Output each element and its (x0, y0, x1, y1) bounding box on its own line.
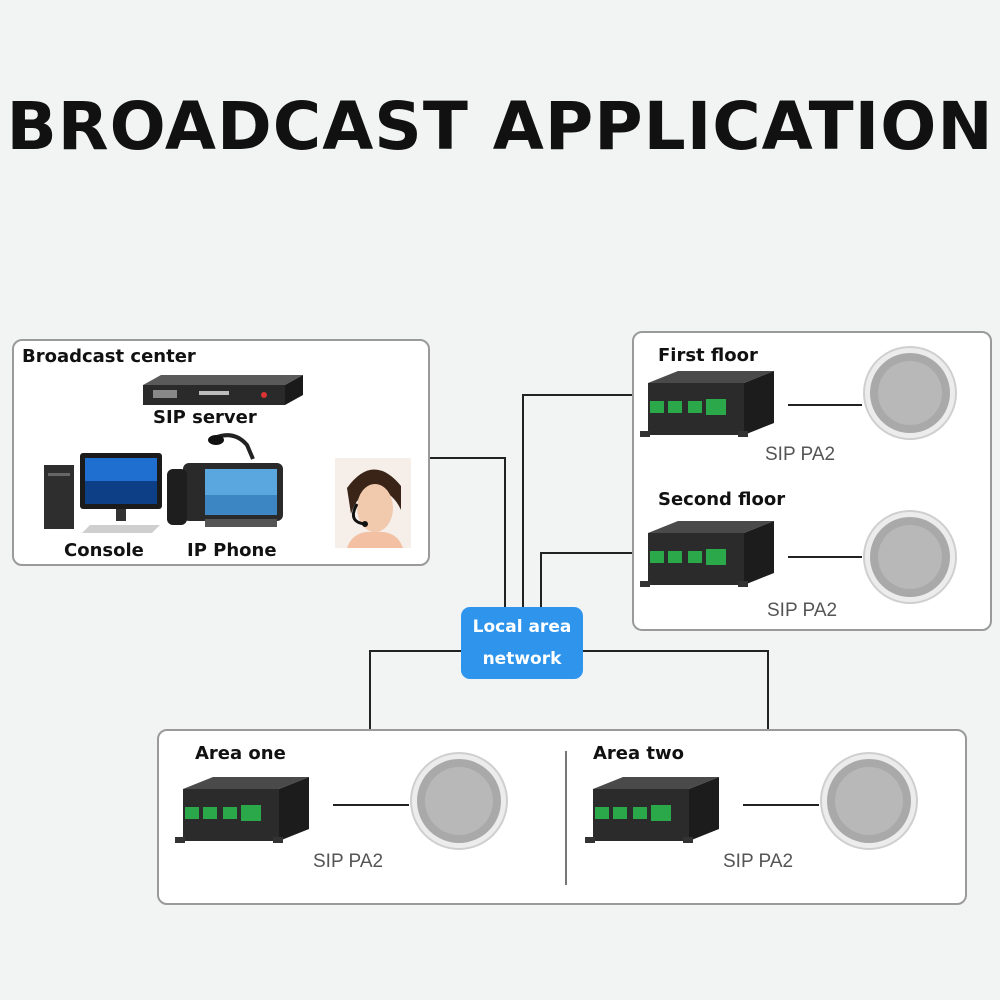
second-floor-device-label: SIP PA2 (767, 600, 838, 621)
console-label: Console (64, 540, 144, 561)
broadcast-center-heading: Broadcast center (22, 346, 196, 367)
ceiling-speaker-icon (863, 510, 957, 604)
lan-label-line1: Local area (472, 617, 572, 637)
wire-broadcast-center (430, 457, 506, 607)
wire-area-one (369, 650, 461, 731)
areas-divider (565, 751, 567, 885)
wire-second-floor (540, 552, 634, 607)
wire-area-two (583, 650, 769, 731)
amplifier-icon (175, 777, 309, 843)
ip-phone-icon (167, 433, 283, 527)
floors-panel: First floor SIP PA2 Second floor SIP PA2 (632, 331, 992, 631)
area-two-label: Area two (593, 743, 685, 764)
floor-speaker-wires (788, 404, 862, 558)
operator-icon (335, 458, 411, 548)
first-floor-device-label: SIP PA2 (765, 444, 836, 465)
sip-server-label: SIP server (153, 407, 257, 428)
area-two-device-label: SIP PA2 (723, 851, 794, 872)
amplifier-icon (640, 521, 774, 587)
ceiling-speaker-icon (863, 346, 957, 440)
first-floor-label: First floor (658, 345, 758, 366)
area-one-device-label: SIP PA2 (313, 851, 384, 872)
amplifier-icon (585, 777, 719, 843)
wire-first-floor (522, 394, 634, 607)
broadcast-center-panel: Broadcast center SIP server Console IP P… (12, 339, 430, 566)
local-area-network-node: Local area network (461, 607, 583, 679)
computer-icon (44, 453, 162, 533)
area-one-label: Area one (195, 743, 286, 764)
areas-panel: Area one SIP PA2 Area two SIP PA2 (157, 729, 967, 905)
server-icon (143, 375, 303, 405)
ip-phone-label: IP Phone (187, 540, 277, 561)
area-speaker-wires (333, 804, 819, 806)
second-floor-label: Second floor (658, 489, 786, 510)
lan-label-line2: network (482, 649, 562, 669)
ceiling-speaker-icon (410, 752, 508, 850)
ceiling-speaker-icon (820, 752, 918, 850)
amplifier-icon (640, 371, 774, 437)
page-title: BROADCAST APPLICATION (6, 88, 994, 165)
